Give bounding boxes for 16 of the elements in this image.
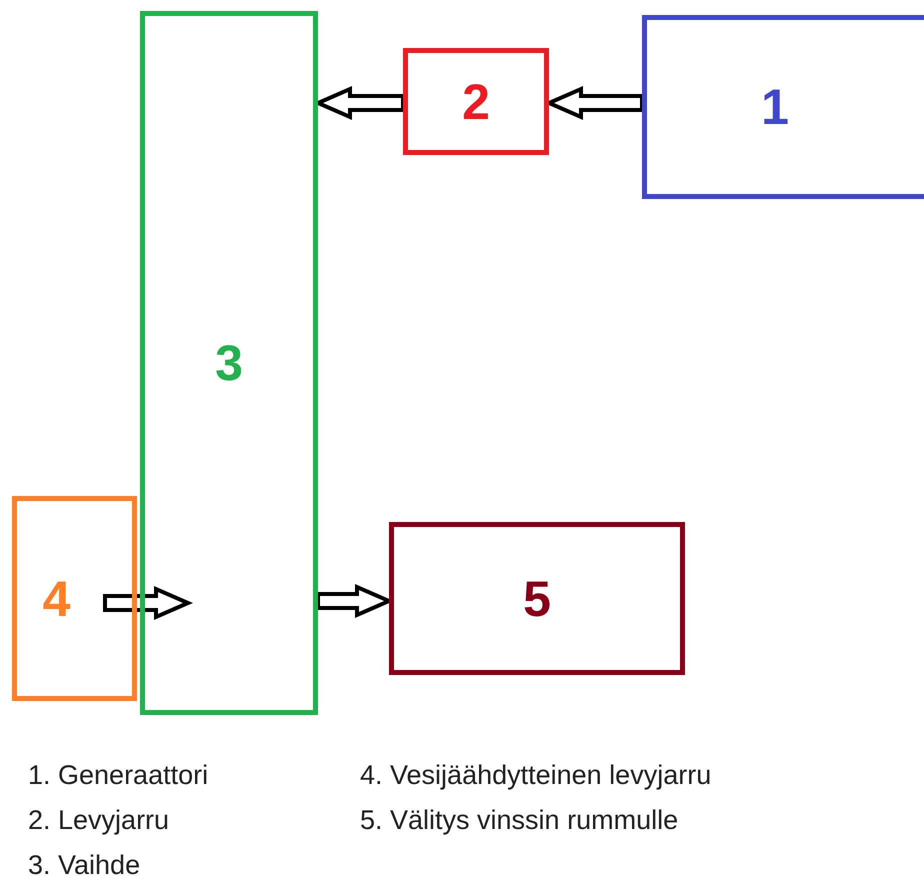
numbered-box: [12, 496, 137, 701]
box-number: 4: [42, 574, 70, 624]
legend-text: 3. Vaihde: [28, 852, 140, 879]
box-number: 1: [761, 82, 789, 132]
numbered-box: [403, 48, 549, 155]
numbered-box: [140, 11, 318, 715]
legend-text: 4. Vesijäähdytteinen levyjarru: [360, 762, 712, 789]
box-number: 2: [462, 76, 490, 126]
box-number: 3: [215, 338, 243, 388]
arrow: [103, 586, 193, 620]
box-number: 5: [523, 574, 551, 624]
legend-text: 2. Levyjarru: [28, 807, 170, 834]
numbered-box: [642, 15, 924, 199]
legend-text: 1. Generaattori: [28, 762, 208, 789]
numbered-box: [389, 522, 685, 675]
legend-text: 5. Välitys vinssin rummulle: [360, 807, 678, 834]
